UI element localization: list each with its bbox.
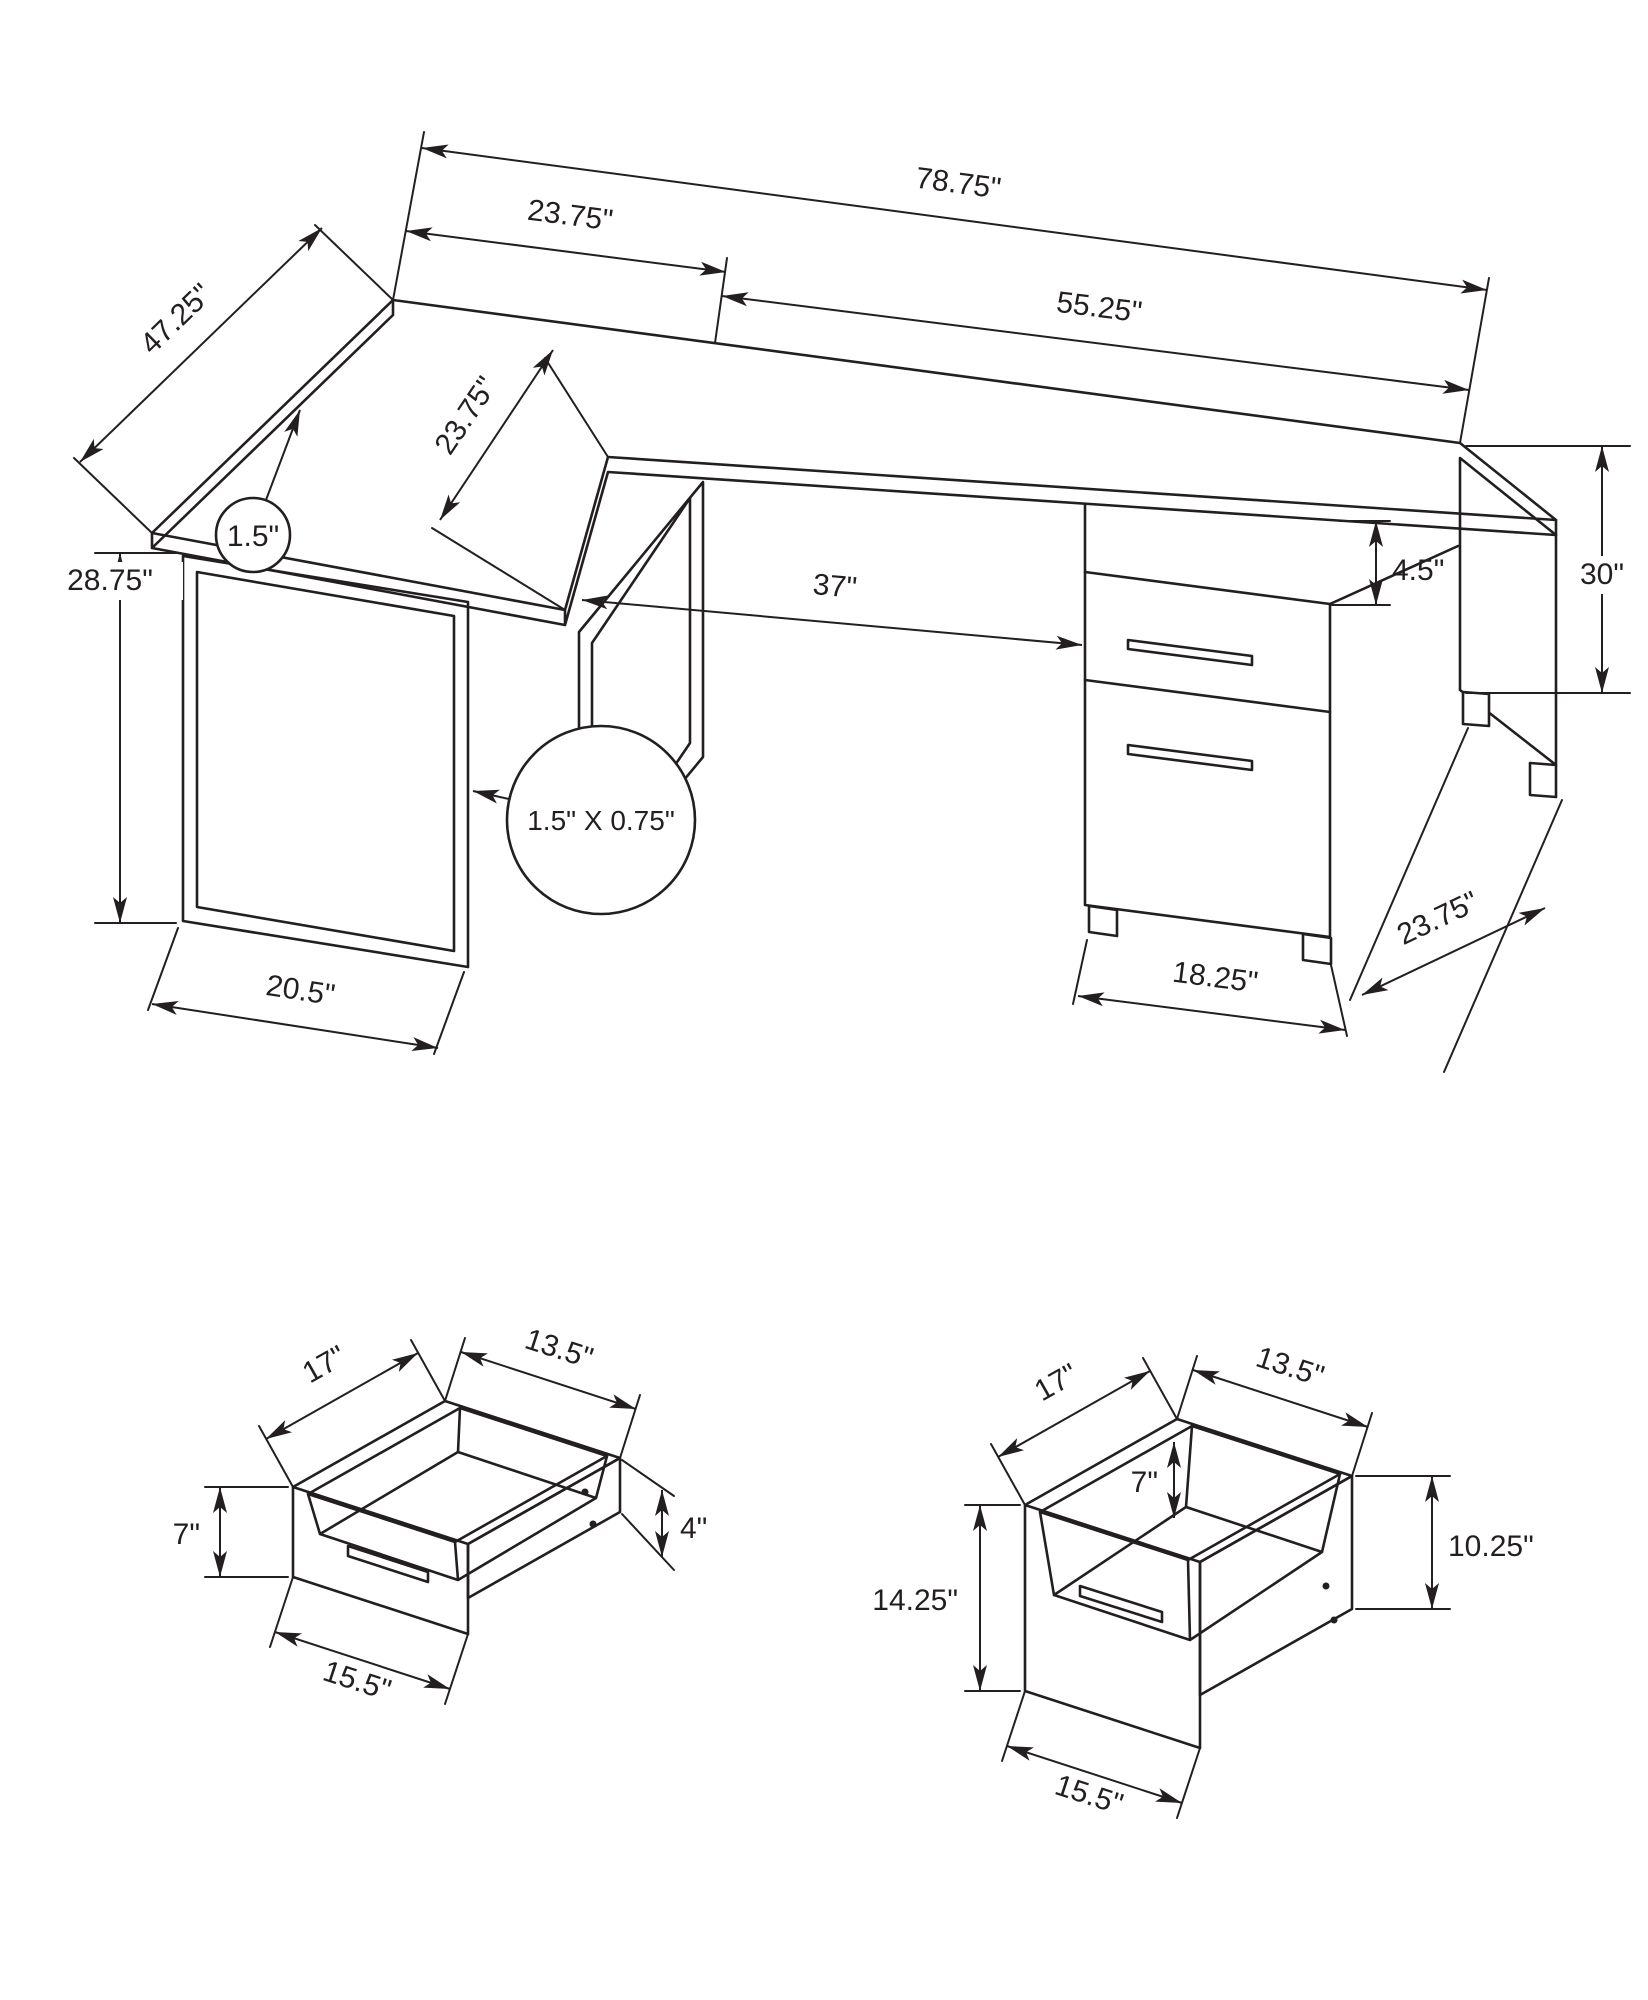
- label-large-drawer-width: 13.5": [1252, 1341, 1328, 1394]
- label-desk-height-right: 30": [1580, 558, 1624, 591]
- large-drawer-screw-hole: [1322, 1582, 1330, 1590]
- label-left-leg-width: 20.5": [264, 969, 337, 1012]
- label-large-drawer-side-height: 10.25": [1448, 1530, 1534, 1563]
- tube-callout-circle: [505, 724, 697, 916]
- cabinet-to-panel-edge: [1328, 544, 1460, 606]
- dim-left-wing-length: [79, 227, 323, 463]
- large-drawer-dimensions: 17" 13.5" 7" 14.25" 10.25" 15.5": [872, 1341, 1533, 1822]
- large-drawer-view: [1023, 1417, 1354, 1750]
- dim-wing-inner-depth: [439, 349, 554, 521]
- cabinet-divider: [1083, 678, 1332, 714]
- label-cubby-height: 4.5": [1392, 554, 1444, 587]
- thickness-callout-circle: [214, 496, 292, 574]
- label-small-drawer-depth: 17": [297, 1340, 352, 1390]
- dim-small-drawer-depth: [265, 1352, 419, 1440]
- small-drawer-handle: [346, 1544, 430, 1584]
- small-drawer-extension-lines: [204, 1337, 675, 1705]
- label-left-section-width: 23.75": [526, 194, 615, 238]
- large-drawer-screw-hole: [1330, 1616, 1338, 1624]
- dim-right-section-width: [721, 292, 1470, 394]
- large-drawer-front: [1023, 1503, 1202, 1750]
- label-bg-leg-height: [38, 562, 183, 600]
- label-kneehole-width: 37": [811, 568, 858, 605]
- dim-small-drawer-front-width: [274, 1631, 451, 1690]
- left-leg-frame-inner: [195, 570, 456, 953]
- label-top-thickness: 1.5": [227, 520, 279, 553]
- label-large-drawer-depth: 17": [1029, 1358, 1084, 1408]
- small-drawer-screw-hole: [581, 1488, 589, 1496]
- right-panel-foot-back: [1461, 690, 1491, 728]
- label-leg-height-left: 28.75": [67, 564, 153, 597]
- label-leg-tube-size: 1.5" X 0.75": [527, 805, 675, 836]
- label-total-width: 78.75": [914, 162, 1003, 206]
- dim-total-width: [421, 144, 1488, 294]
- tube-leader: [472, 789, 510, 804]
- dim-large-drawer-depth: [997, 1370, 1151, 1458]
- dim-small-drawer-width: [460, 1351, 637, 1410]
- label-large-drawer-front-height: 14.25": [872, 1584, 958, 1617]
- thickness-leader: [265, 409, 301, 501]
- desktop-outline: [150, 298, 1558, 612]
- dim-left-section-width: [405, 227, 727, 276]
- desktop-edge-thickness: [150, 298, 1558, 627]
- label-small-drawer-front-width: 15.5": [319, 1655, 395, 1708]
- small-drawer-view: [291, 1399, 622, 1636]
- small-drawer-screw-hole: [589, 1520, 597, 1528]
- large-drawer-extension-lines: [964, 1355, 1451, 1819]
- label-small-drawer-front-height: 7": [173, 1518, 200, 1551]
- dim-large-drawer-front-width: [1006, 1745, 1183, 1804]
- small-drawer-top-edges: [291, 1399, 622, 1546]
- label-right-side-depth: 23.75": [1392, 885, 1484, 952]
- cabinet-foot-left: [1087, 904, 1119, 938]
- small-drawer-interior-bottom: [306, 1406, 609, 1582]
- label-bg-desk-height: [1568, 556, 1636, 594]
- large-drawer-handle: [1078, 1584, 1164, 1624]
- small-drawer-interior-rim: [306, 1406, 609, 1544]
- main-desk-view: [150, 298, 1558, 969]
- main-desk-dimensions: 78.75" 23.75" 55.25" 47.25" 23.75" 37" 4…: [38, 131, 1636, 1073]
- label-small-drawer-width: 13.5": [521, 1323, 597, 1376]
- dim-kneehole-width: [581, 595, 1083, 650]
- small-drawer-right-wall: [466, 1456, 622, 1600]
- label-right-section-width: 55.25": [1055, 286, 1144, 329]
- drawer-handle-top: [1126, 638, 1254, 667]
- label-large-drawer-front-width: 15.5": [1051, 1769, 1127, 1822]
- dim-cabinet-width: [1077, 992, 1346, 1034]
- small-drawer-dimensions: 17" 13.5" 7" 4" 15.5": [173, 1323, 708, 1708]
- left-leg-frame-outer: [181, 554, 470, 969]
- label-large-drawer-inner-depth: 7": [1131, 1466, 1158, 1499]
- large-drawer-interior-bottom: [1038, 1424, 1342, 1642]
- cabinet-foot-right: [1301, 932, 1333, 966]
- large-drawer-right-wall: [1198, 1474, 1354, 1697]
- dim-right-side-depth: [1361, 907, 1546, 996]
- dim-large-drawer-width: [1192, 1369, 1369, 1428]
- right-panel-foot-front: [1528, 761, 1558, 799]
- label-left-wing-length: 47.25": [134, 278, 219, 361]
- label-cabinet-width: 18.25": [1171, 956, 1260, 1000]
- dim-left-leg-width: [151, 1001, 439, 1051]
- label-small-drawer-side-height: 4": [680, 1512, 707, 1545]
- drawer-handle-bottom: [1126, 743, 1254, 772]
